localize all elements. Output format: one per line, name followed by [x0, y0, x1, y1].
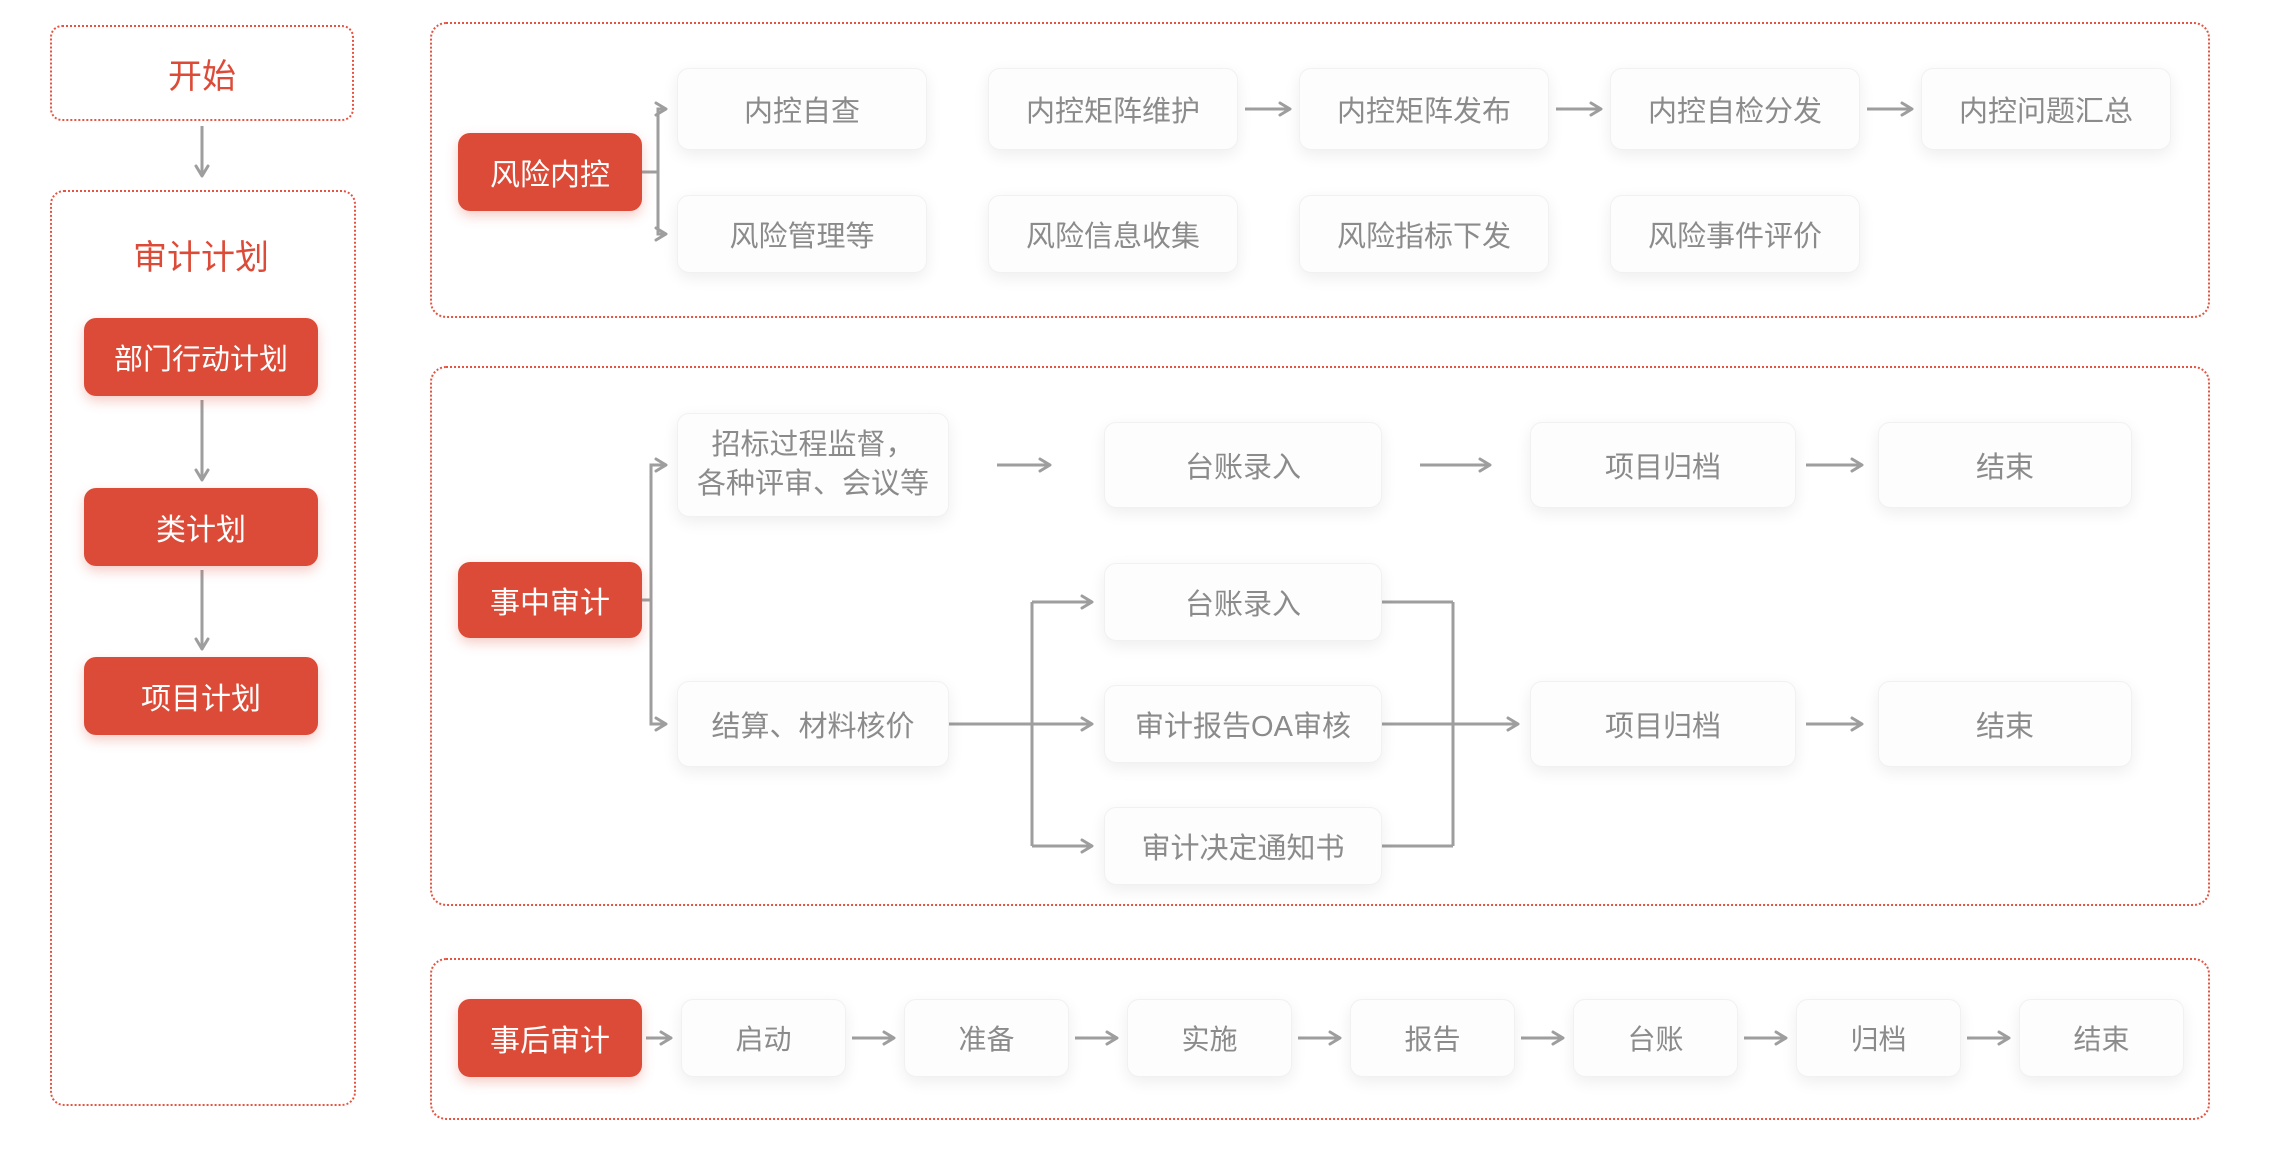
start-label: 开始: [168, 57, 236, 96]
risk-row1-box-3: 内控自检分发: [1610, 68, 1860, 150]
start-node: 开始: [50, 25, 354, 121]
risk-row2-box-0: 风险管理等: [677, 195, 927, 273]
risk-row1-box-1: 内控矩阵维护: [988, 68, 1238, 150]
post-step-5: 归档: [1796, 999, 1961, 1077]
post-step-0: 启动: [681, 999, 846, 1077]
during-b2-parallel-1: 审计报告OA审核: [1104, 685, 1382, 763]
post-step-2: 实施: [1127, 999, 1292, 1077]
risk-row2-box-3: 风险事件评价: [1610, 195, 1860, 273]
during-b2-step3: 结束: [1878, 681, 2132, 767]
risk-root-node: 风险内控: [458, 133, 642, 211]
post-audit-container: [430, 958, 2210, 1120]
during-audit-root-node: 事中审计: [458, 562, 642, 638]
post-step-6: 结束: [2019, 999, 2184, 1077]
risk-row1-box-0: 内控自查: [677, 68, 927, 150]
plan-step-class: 类计划: [84, 488, 318, 566]
during-audit-container: [430, 366, 2210, 906]
post-step-3: 报告: [1350, 999, 1515, 1077]
during-b2-parallel-0: 台账录入: [1104, 563, 1382, 641]
during-b1-step2: 台账录入: [1104, 422, 1382, 508]
plan-step-project: 项目计划: [84, 657, 318, 735]
plan-step-dept-action: 部门行动计划: [84, 318, 318, 396]
risk-section-container: [430, 22, 2210, 318]
during-b2-parallel-2: 审计决定通知书: [1104, 807, 1382, 885]
risk-row1-box-2: 内控矩阵发布: [1299, 68, 1549, 150]
during-b1-step1: 招标过程监督， 各种评审、会议等: [677, 413, 949, 517]
post-step-1: 准备: [904, 999, 1069, 1077]
during-b1-step3: 项目归档: [1530, 422, 1796, 508]
post-step-4: 台账: [1573, 999, 1738, 1077]
post-audit-root-node: 事后审计: [458, 999, 642, 1077]
risk-row1-box-4: 内控问题汇总: [1921, 68, 2171, 150]
risk-row2-box-2: 风险指标下发: [1299, 195, 1549, 273]
during-b2-step2: 项目归档: [1530, 681, 1796, 767]
during-b1-step4: 结束: [1878, 422, 2132, 508]
during-b2-step1: 结算、材料核价: [677, 681, 949, 767]
audit-plan-title: 审计计划: [133, 238, 269, 277]
audit-plan-container: [50, 190, 356, 1106]
risk-row2-box-1: 风险信息收集: [988, 195, 1238, 273]
